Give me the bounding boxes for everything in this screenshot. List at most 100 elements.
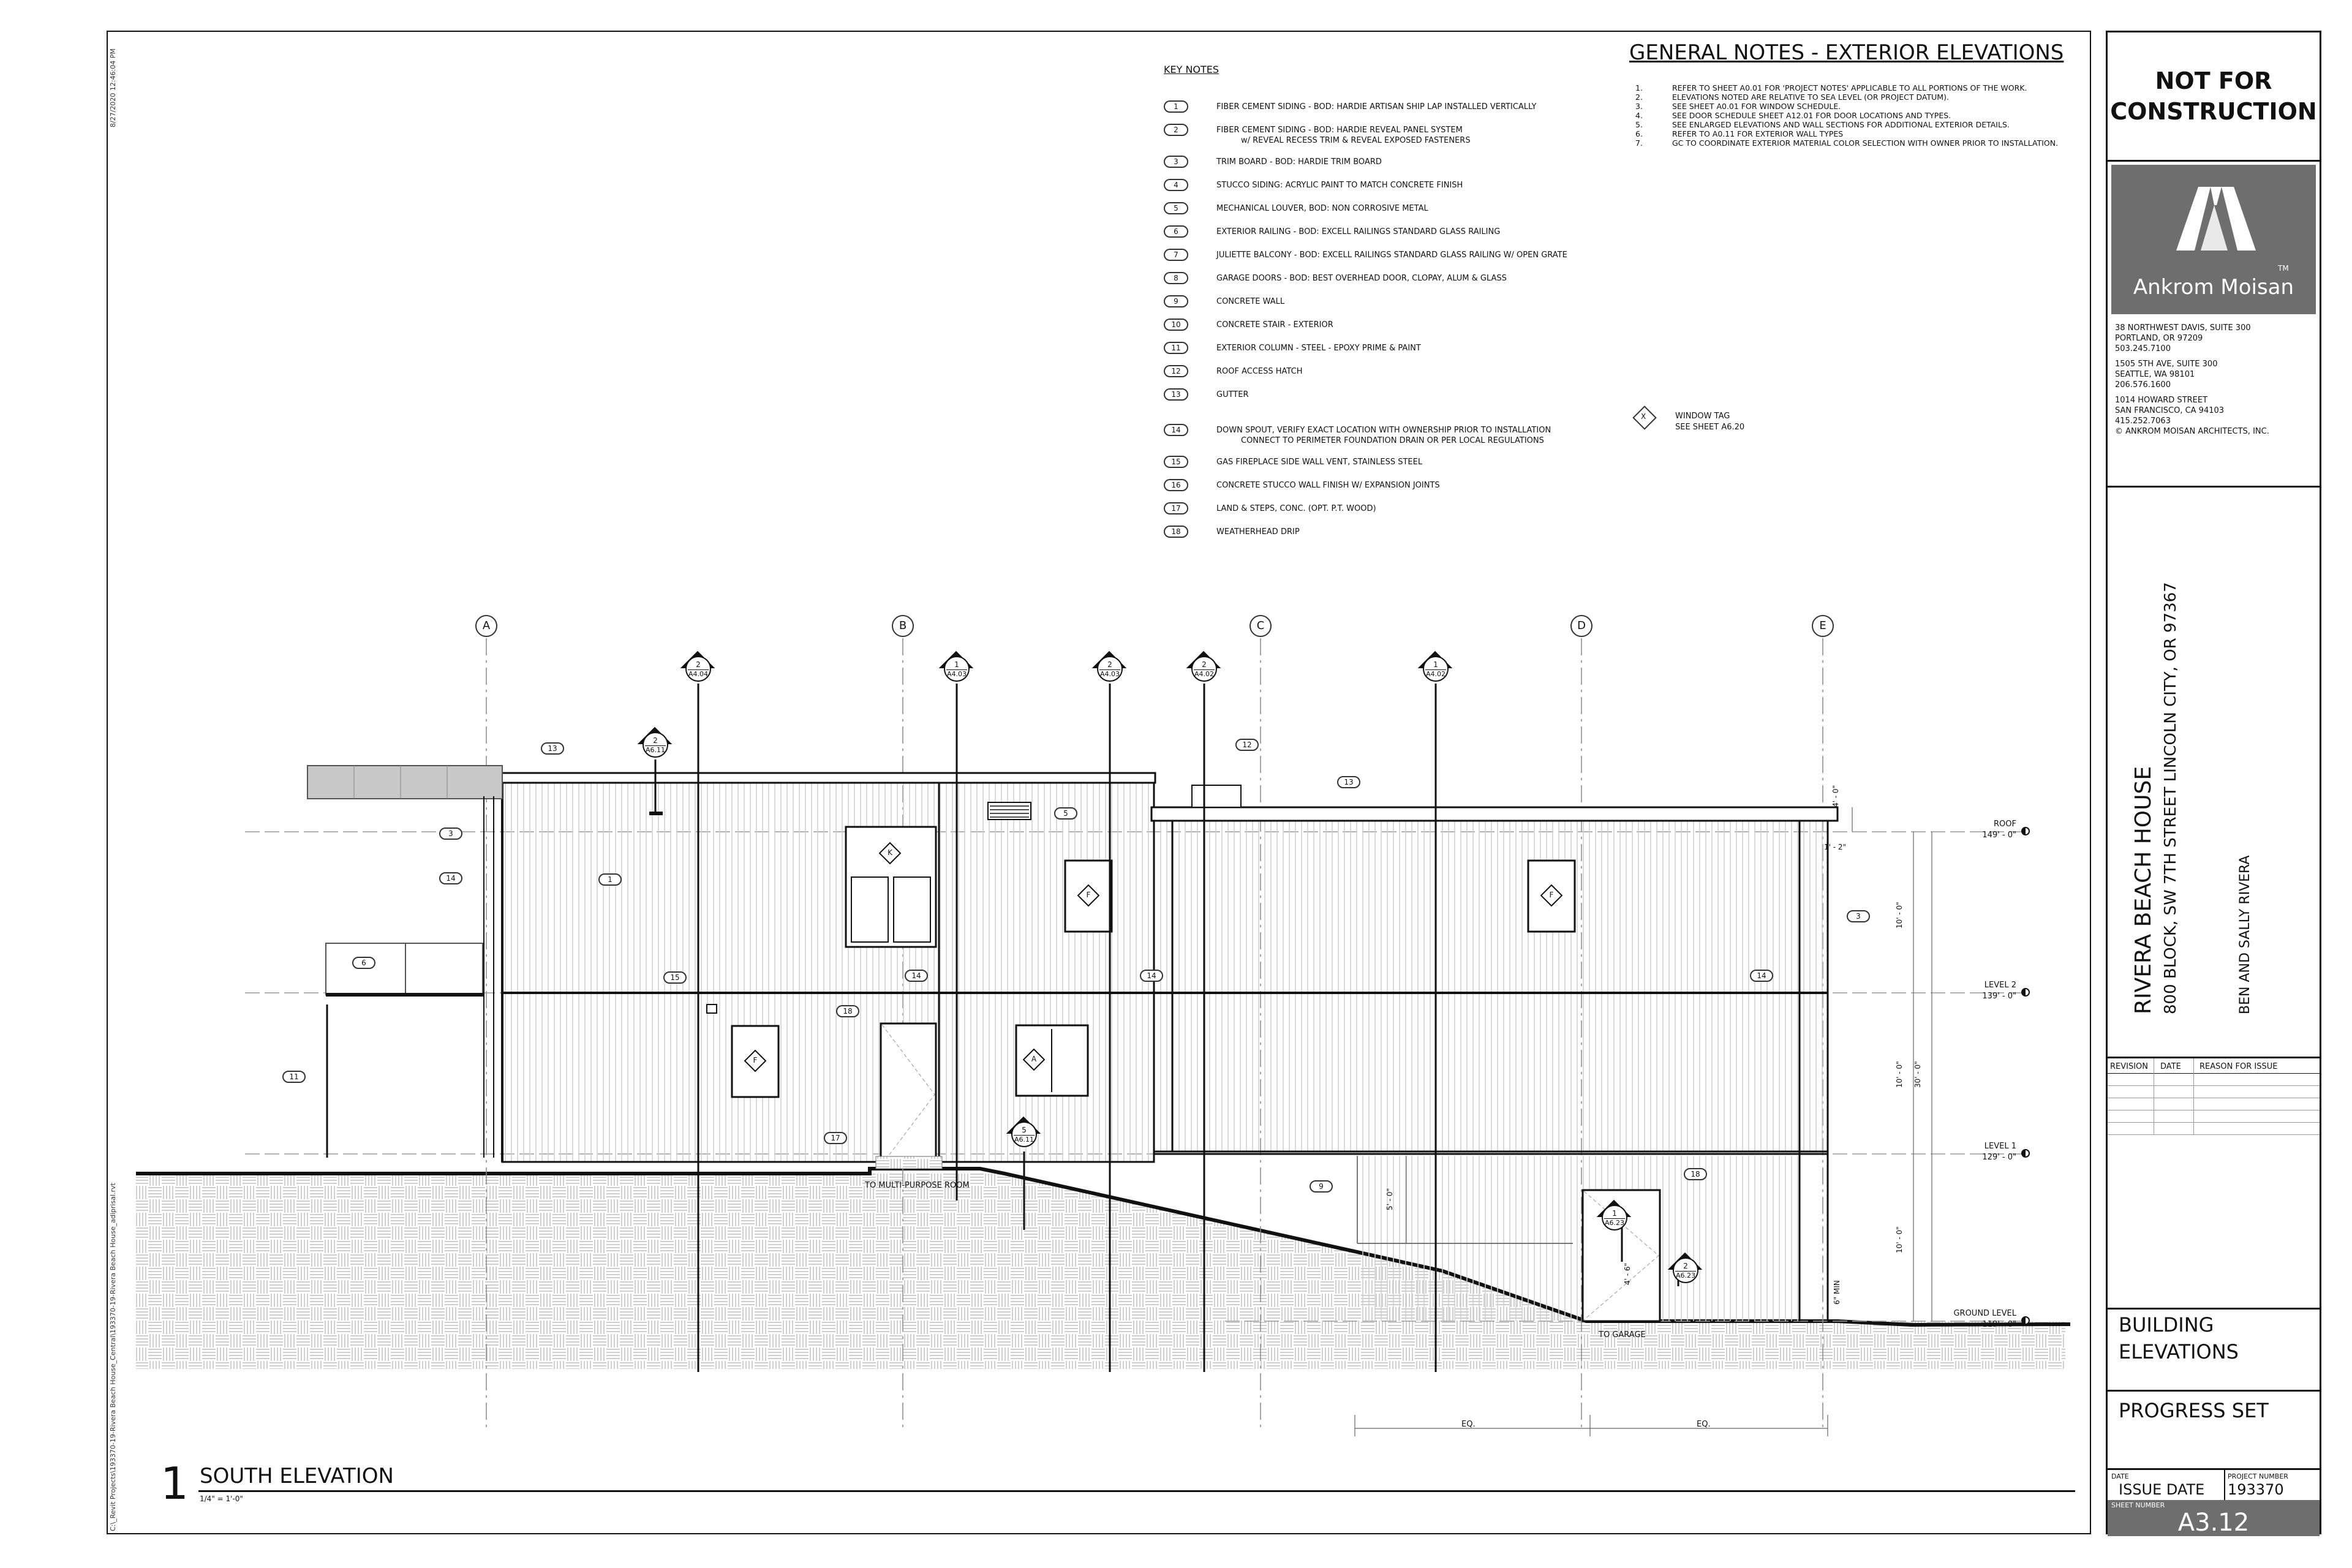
key-note-line1: EXTERIOR COLUMN - STEEL - EPOXY PRIME & … xyxy=(1216,344,1421,353)
key-note-line1: GUTTER xyxy=(1216,390,1249,399)
firm-logo: Ankrom Moisan TM xyxy=(2111,165,2316,314)
section-tag-circle xyxy=(1097,656,1123,682)
general-note-text: REFER TO A0.11 FOR EXTERIOR WALL TYPES xyxy=(1672,129,1844,138)
section-tag-number: 1 xyxy=(1612,1209,1617,1218)
general-note-number: 1. xyxy=(1635,83,1643,92)
window-tag-letter: K xyxy=(888,848,892,857)
address-line: SEATTLE, WA 98101 xyxy=(2115,370,2195,379)
key-note-line1: MECHANICAL LOUVER, BOD: NON CORROSIVE ME… xyxy=(1216,204,1428,213)
key-note-line1: CONCRETE WALL xyxy=(1216,297,1285,306)
not-for-construction-stamp: NOT FOR CONSTRUCTION xyxy=(2108,32,2320,162)
window-f-upper-right xyxy=(1527,859,1576,933)
keynote-callout: 1 xyxy=(598,873,622,886)
section-tag-divider xyxy=(1675,1271,1696,1272)
key-note-line1: DOWN SPOUT, VERIFY EXACT LOCATION WITH O… xyxy=(1216,426,1551,435)
rev-header-revision: REVISION xyxy=(2110,1062,2149,1071)
window-f-upper-left xyxy=(1064,859,1113,933)
level-elevation: 139' - 0" xyxy=(1982,992,2016,1001)
not-for-line1: NOT FOR xyxy=(2155,67,2272,94)
section-tag-number: 2 xyxy=(696,660,701,669)
section-tag-circle xyxy=(685,656,711,682)
grid-bubble: E xyxy=(1812,615,1834,637)
window-tag-letter: A xyxy=(1031,1055,1037,1063)
general-note-number: 4. xyxy=(1635,111,1643,120)
window-tag-letter: F xyxy=(1549,891,1554,899)
keynote-callout: 14 xyxy=(1750,970,1773,982)
key-note-number: 14 xyxy=(1164,424,1188,436)
general-note-text: REFER TO SHEET A0.01 FOR 'PROJECT NOTES'… xyxy=(1672,83,2027,92)
key-note-text: CONCRETE WALL xyxy=(1216,296,1284,307)
key-note-line1: FIBER CEMENT SIDING - BOD: HARDIE REVEAL… xyxy=(1216,126,1463,135)
ground-line xyxy=(136,1167,2071,1327)
entry-door xyxy=(880,1022,937,1167)
grid-bubble: C xyxy=(1250,615,1272,637)
section-tag-divider xyxy=(1099,669,1120,670)
project-address: 800 BLOCK, SW 7TH STREET LINCOLN CITY, O… xyxy=(2162,582,2180,1014)
general-note-number: 3. xyxy=(1635,102,1643,111)
trademark: TM xyxy=(2278,264,2289,273)
window-tag-line1: WINDOW TAG xyxy=(1675,412,1730,421)
key-note-number: 15 xyxy=(1164,456,1188,468)
key-note-line2: w/ REVEAL RECESS TRIM & REVEAL EXPOSED F… xyxy=(1241,136,1471,145)
address-line xyxy=(2115,354,2269,359)
general-note-number: 2. xyxy=(1635,92,1643,102)
sheet-number: A3.12 xyxy=(2177,1509,2250,1537)
ground-hatch-under xyxy=(136,1321,2065,1369)
general-notes-title: GENERAL NOTES - EXTERIOR ELEVATIONS xyxy=(1629,40,2064,65)
keynote-callout: 13 xyxy=(541,742,564,755)
general-note-text: SEE ENLARGED ELEVATIONS AND WALL SECTION… xyxy=(1672,120,2010,129)
section-tag-divider xyxy=(645,745,666,746)
rev-header-date: DATE xyxy=(2160,1062,2181,1071)
entry-canopy xyxy=(307,765,503,799)
section-tag-divider xyxy=(1604,1218,1625,1219)
key-notes-title: KEY NOTES xyxy=(1164,64,1219,75)
dim-eq-2: EQ. xyxy=(1697,1420,1711,1429)
keynote-callout: 14 xyxy=(439,872,462,884)
project-number-label: PROJECT NUMBER xyxy=(2228,1472,2288,1480)
address-line: © ANKROM MOISAN ARCHITECTS, INC. xyxy=(2115,427,2269,436)
garage-wall xyxy=(1357,1156,1800,1321)
level-name: LEVEL 1 xyxy=(1984,1142,2016,1151)
key-note-number: 11 xyxy=(1164,342,1188,354)
grid-bubble: B xyxy=(892,615,914,637)
address-line: 38 NORTHWEST DAVIS, SUITE 300 xyxy=(2115,323,2251,333)
address-line: PORTLAND, OR 97209 xyxy=(2115,334,2203,343)
view-title: SOUTH ELEVATION xyxy=(200,1464,394,1488)
section-tag-number: 2 xyxy=(1202,660,1207,669)
key-note-text: FIBER CEMENT SIDING - BOD: HARDIE REVEAL… xyxy=(1216,125,1471,146)
section-tag-divider xyxy=(1194,669,1215,670)
key-note-line1: LAND & STEPS, CONC. (OPT. P.T. WOOD) xyxy=(1216,504,1376,513)
section-tag-circle xyxy=(1011,1121,1037,1147)
key-note-text: CONCRETE STAIR - EXTERIOR xyxy=(1216,320,1333,330)
general-note-text: ELEVATIONS NOTED ARE RELATIVE TO SEA LEV… xyxy=(1672,92,1949,102)
right-parapet xyxy=(1150,806,1839,822)
keynote-callout: 15 xyxy=(663,971,687,984)
sheet-number-label: SHEET NUMBER xyxy=(2111,1501,2165,1509)
level-elevation: 149' - 0" xyxy=(1982,831,2016,840)
view-scale: 1/4" = 1'-0" xyxy=(200,1494,243,1503)
to-multi-purpose-room: TO MULTI-PURPOSE ROOM xyxy=(865,1181,970,1190)
roof-hatch xyxy=(1191,785,1242,808)
keynote-callout: 14 xyxy=(905,970,928,982)
rev-header-reason: REASON FOR ISSUE xyxy=(2199,1062,2278,1071)
level-marker: ROOF 149' - 0" xyxy=(1929,818,2040,845)
section-tag-sheet: A4.02 xyxy=(1425,670,1446,678)
level-name: ROOF xyxy=(1994,820,2016,829)
key-note-number: 13 xyxy=(1164,388,1188,401)
key-note-number: 12 xyxy=(1164,365,1188,377)
level-elevation: 119' - 0" xyxy=(1982,1320,2016,1329)
section-tag-sheet: A4.04 xyxy=(688,670,709,678)
dimension-strings xyxy=(1354,807,1932,1436)
section-tag-circle xyxy=(643,732,668,758)
section-tag-divider xyxy=(688,669,709,670)
issue-date: ISSUE DATE xyxy=(2119,1481,2205,1498)
project-number: 193370 xyxy=(2228,1481,2284,1498)
section-tag-sheet: A4.03 xyxy=(1099,670,1120,678)
keynote-callout: 18 xyxy=(1684,1168,1707,1180)
key-note-line1: CONCRETE STUCCO WALL FINISH W/ EXPANSION… xyxy=(1216,481,1440,490)
keynote-callout: 9 xyxy=(1310,1180,1333,1193)
left-mass-siding xyxy=(501,781,1155,1163)
project-name: RIVERA BEACH HOUSE xyxy=(2131,766,2156,1014)
view-number: 1 xyxy=(160,1458,189,1509)
